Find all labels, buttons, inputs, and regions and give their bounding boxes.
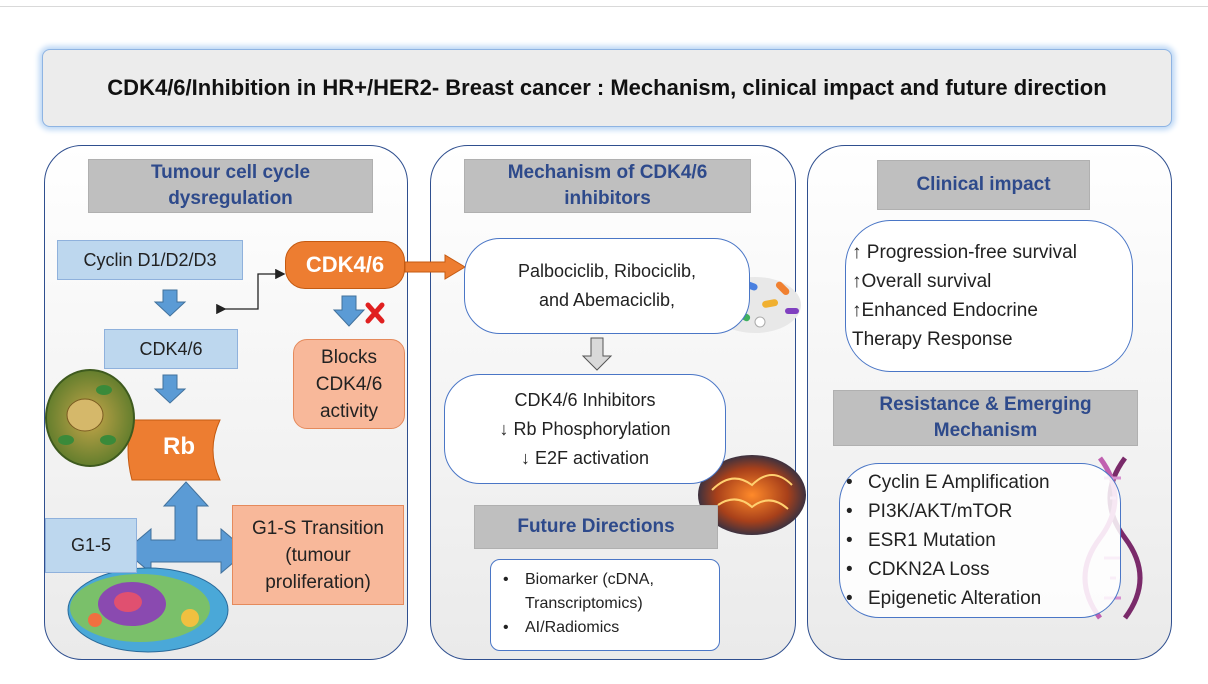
- down-arrow-block: [332, 295, 366, 327]
- clinical-item: ↑Overall survival: [852, 271, 992, 292]
- brain-illustration: [698, 455, 806, 535]
- future-item: Biomarker (cDNA,: [499, 568, 654, 592]
- plant-cell-illustration: [45, 369, 135, 467]
- future-list: Biomarker (cDNA, Transcriptomics) AI/Rad…: [499, 568, 654, 640]
- resistance-list: Cyclin E Amplification PI3K/AKT/mTOR ESR…: [842, 468, 1050, 613]
- effects-bubble: CDK4/6 Inhibitors ↓ Rb Phosphorylation ↓…: [444, 374, 726, 484]
- gray-down-arrow: [581, 337, 613, 371]
- transition-box: G1-S Transition (tumour proliferation): [232, 505, 404, 605]
- future-item-continued: Transcriptomics): [525, 595, 643, 612]
- cdk-box: CDK4/6: [104, 329, 238, 369]
- resistance-item: ESR1 Mutation: [842, 526, 1050, 555]
- resistance-item: Epigenetic Alteration: [842, 584, 1050, 613]
- resistance-item: PI3K/AKT/mTOR: [842, 497, 1050, 526]
- blocks-box: Blocks CDK4/6 activity: [293, 339, 405, 429]
- top-divider: [0, 6, 1208, 7]
- clinical-item: Therapy Response: [852, 329, 1013, 350]
- drugs-bubble: Palbociclib, Ribociclib, and Abemaciclib…: [464, 238, 750, 334]
- left-panel-header: Tumour cell cycle dysregulation: [88, 159, 373, 213]
- future-directions-header: Future Directions: [474, 505, 718, 549]
- g1-box: G1-5: [45, 518, 137, 573]
- animal-cell-illustration: [67, 567, 229, 653]
- clinical-impact-header: Clinical impact: [877, 160, 1090, 210]
- orange-arrow: [404, 254, 466, 280]
- clinical-bubble: ↑ Progression-free survival ↑Overall sur…: [845, 220, 1133, 372]
- resistance-item: Cyclin E Amplification: [842, 468, 1050, 497]
- cdk-top-pill: CDK4/6: [285, 241, 405, 289]
- future-list-box: Biomarker (cDNA, Transcriptomics) AI/Rad…: [490, 559, 720, 651]
- future-item: AI/Radiomics: [499, 616, 654, 640]
- four-way-arrow: [124, 481, 248, 575]
- resistance-item: CDKN2A Loss: [842, 555, 1050, 584]
- cyclin-box: Cyclin D1/D2/D3: [57, 240, 243, 280]
- clinical-item: ↑ Progression-free survival: [852, 242, 1077, 263]
- resistance-bubble: Cyclin E Amplification PI3K/AKT/mTOR ESR…: [839, 463, 1121, 618]
- title-banner: CDK4/6/Inhibition in HR+/HER2- Breast ca…: [42, 49, 1172, 127]
- resistance-header: Resistance & Emerging Mechanism: [833, 390, 1138, 446]
- page-title: CDK4/6/Inhibition in HR+/HER2- Breast ca…: [107, 75, 1107, 100]
- clinical-item: ↑Enhanced Endocrine: [852, 300, 1038, 321]
- down-arrow-cdk: [153, 374, 187, 404]
- cancel-x-icon: [365, 302, 385, 324]
- middle-panel-header: Mechanism of CDK4/6 inhibitors: [464, 159, 751, 213]
- elbow-connector: [216, 268, 286, 315]
- down-arrow-cyclin: [153, 289, 187, 317]
- rb-label: Rb: [163, 433, 195, 460]
